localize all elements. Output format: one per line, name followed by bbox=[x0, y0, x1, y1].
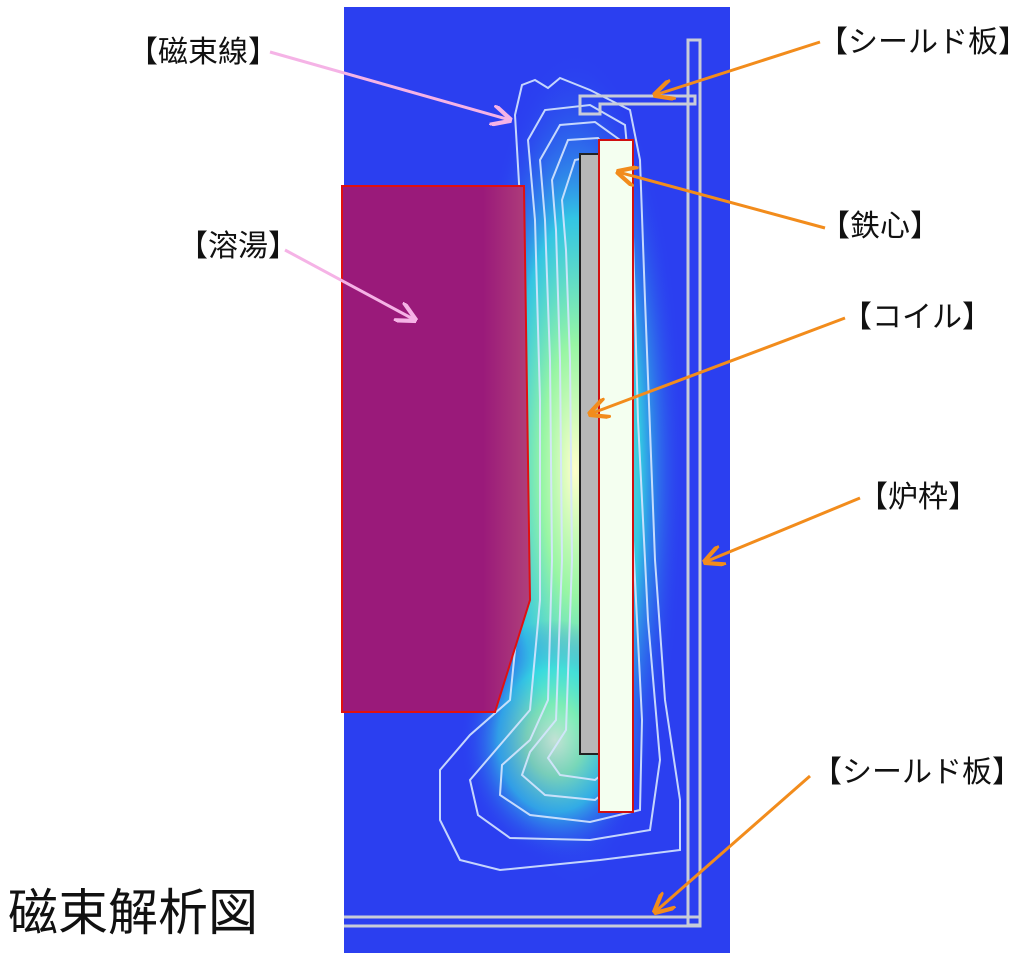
label-frame: 【炉枠】 bbox=[858, 480, 978, 515]
arrow-shield-bottom bbox=[655, 774, 811, 912]
label-melt: 【溶湯】 bbox=[178, 229, 298, 264]
arrow-core bbox=[618, 172, 826, 230]
flux-contour bbox=[439, 76, 681, 872]
diagram-title: 磁束解析図 bbox=[8, 884, 258, 942]
shield-plate-bottom bbox=[344, 915, 702, 928]
coil bbox=[579, 153, 600, 755]
iron-core bbox=[598, 139, 634, 813]
arrow-frame bbox=[705, 496, 861, 562]
flux-contour bbox=[498, 120, 644, 824]
arrow-coil bbox=[590, 316, 846, 414]
arrow-melt bbox=[284, 248, 415, 320]
flux-contours bbox=[439, 76, 681, 872]
arrow-flux-lines bbox=[269, 50, 510, 120]
melt-region bbox=[341, 185, 532, 713]
label-shield-bottom: 【シールド板】 bbox=[812, 755, 1022, 790]
label-core: 【鉄心】 bbox=[820, 209, 940, 244]
arrow-shield-top bbox=[655, 40, 821, 95]
label-flux-lines: 【磁束線】 bbox=[128, 35, 278, 70]
label-shield-top: 【シールド板】 bbox=[818, 25, 1028, 60]
shield-plate-top bbox=[578, 94, 697, 116]
label-coil: 【コイル】 bbox=[842, 300, 992, 335]
flux-contour bbox=[468, 103, 662, 842]
